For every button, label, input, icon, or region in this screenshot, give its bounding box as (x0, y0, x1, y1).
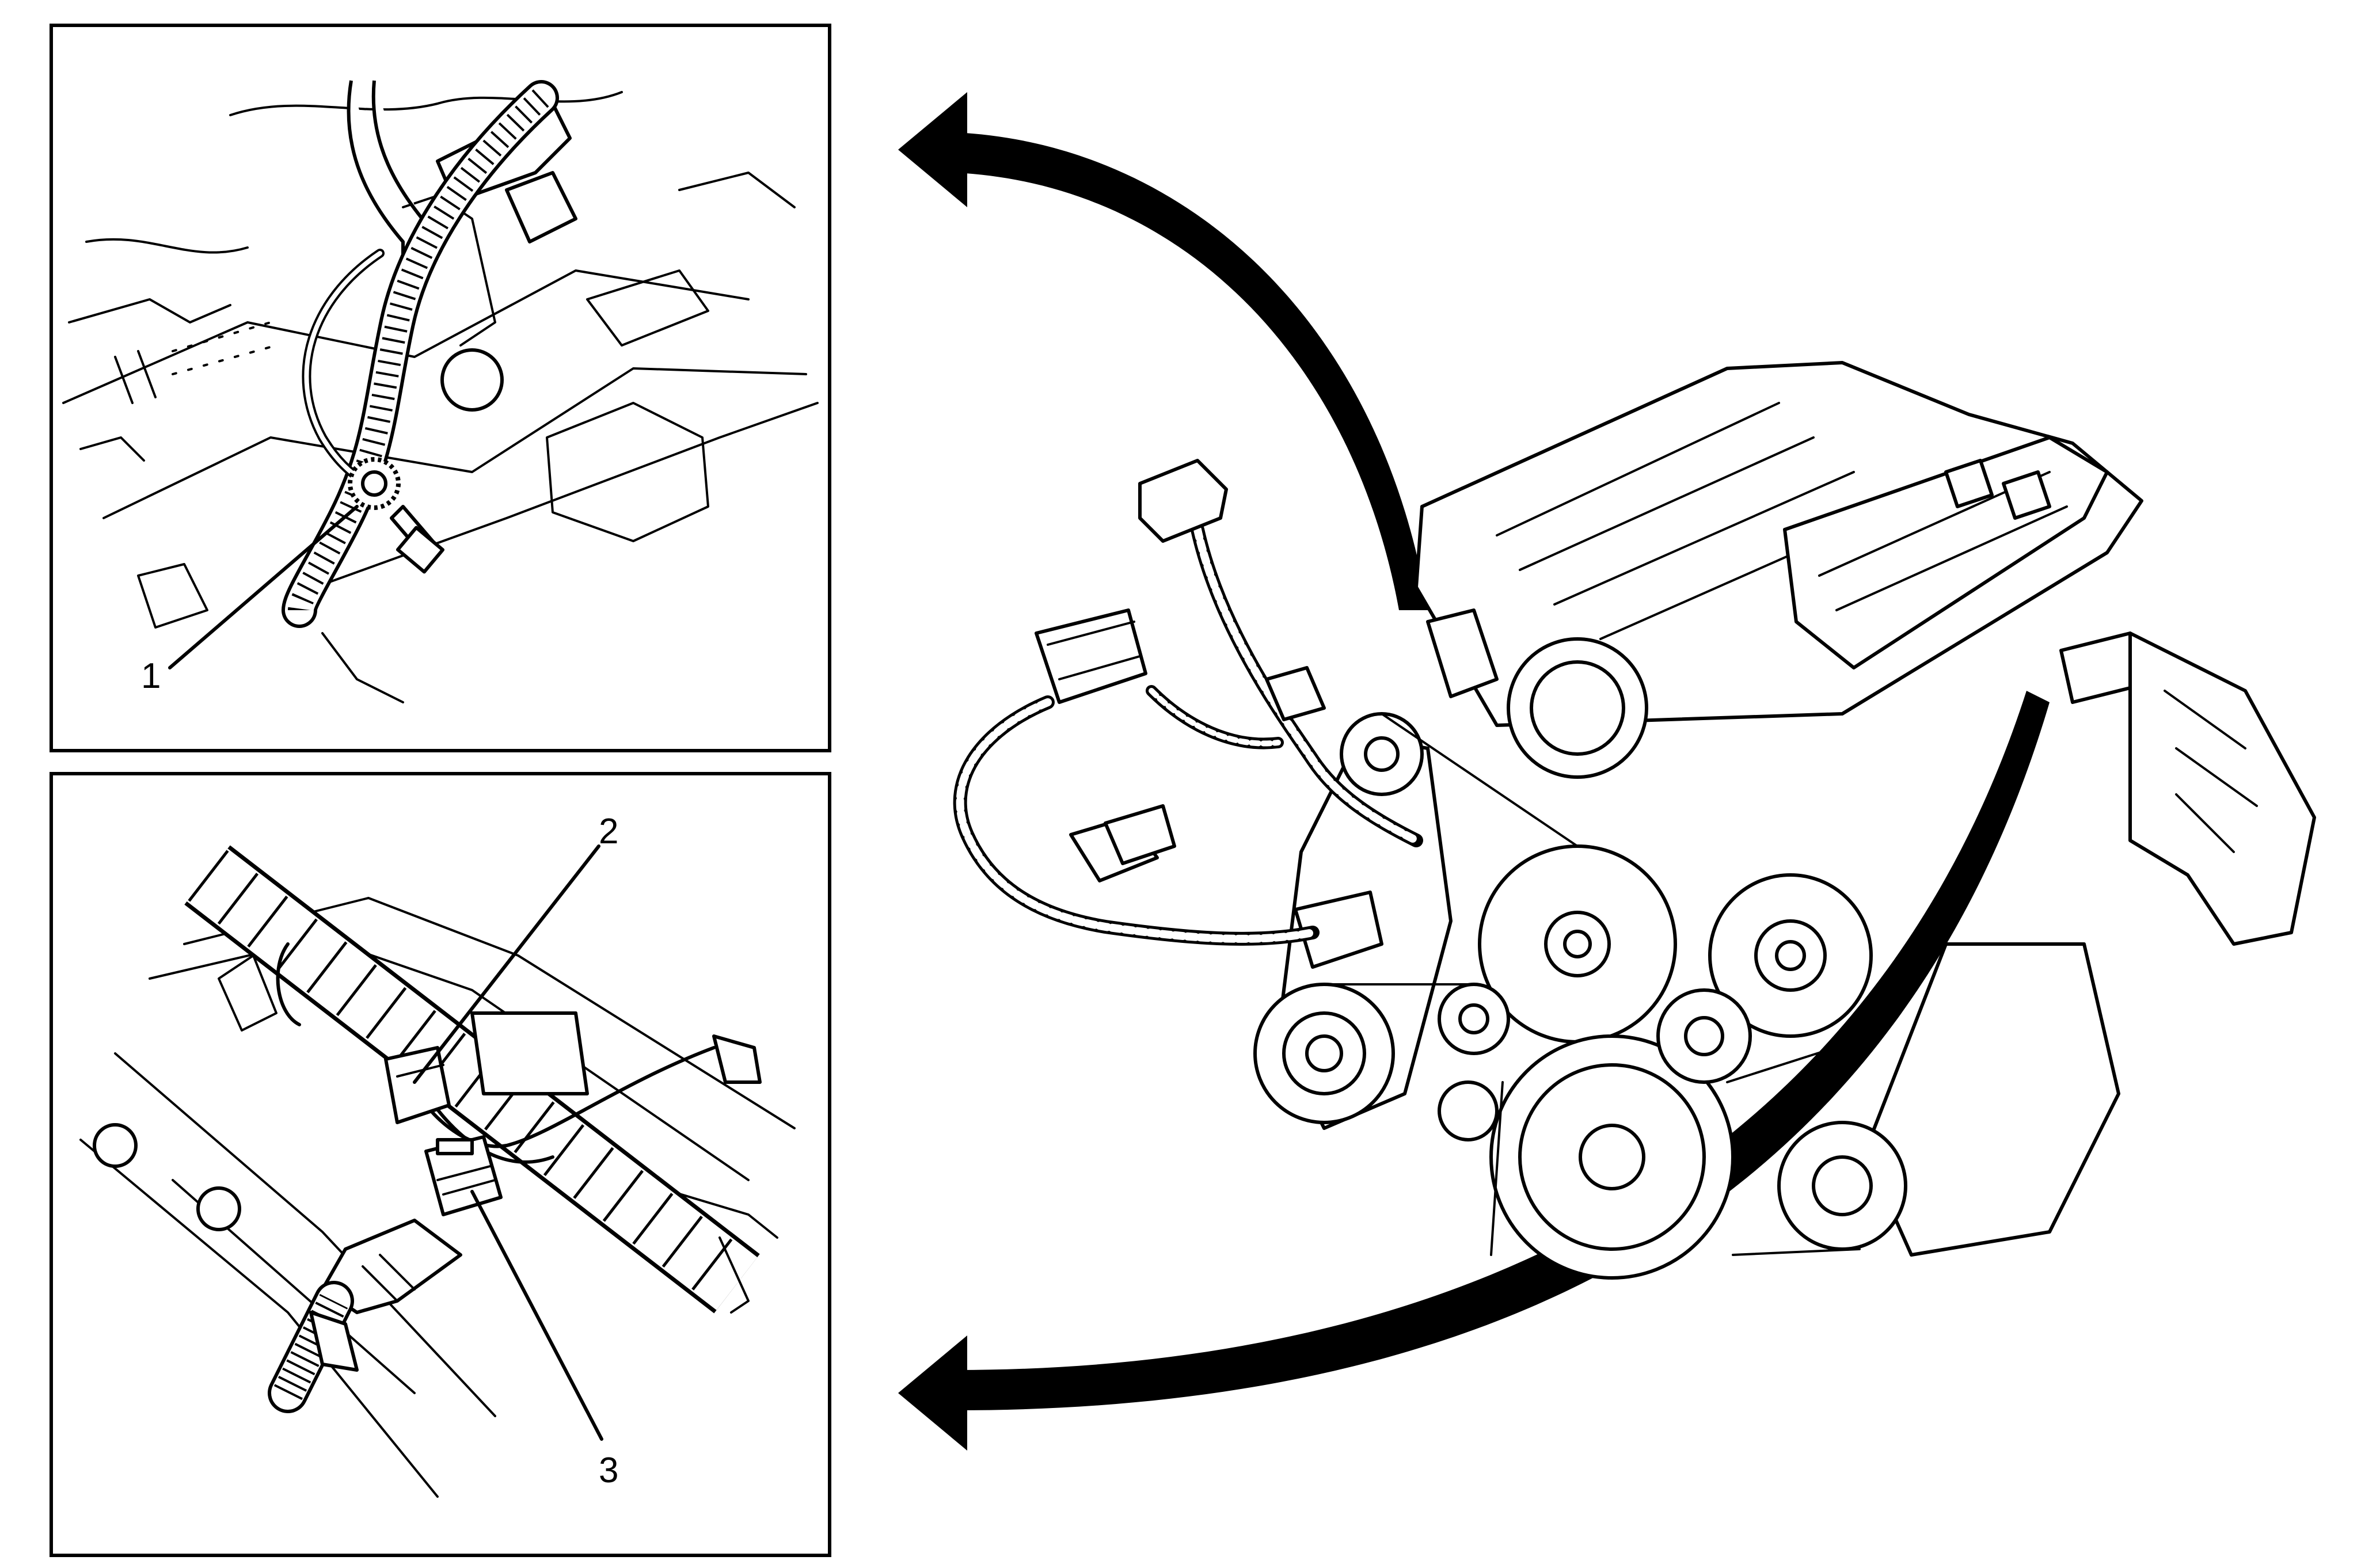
ground-wire (302, 249, 385, 488)
ground-bolt (348, 457, 445, 574)
callout-leader-3 (470, 1190, 603, 1441)
detail-panel-connectors: 2 3 (50, 772, 831, 1557)
wiring-harness-removed (953, 523, 1423, 946)
harness-connectors (1035, 459, 1326, 882)
callout-leader-2 (413, 844, 600, 1084)
connector-3 (424, 1135, 503, 1216)
engine-assembly (1253, 361, 2316, 1280)
callout-label-1: 1 (141, 656, 161, 696)
callout-leader-1 (168, 505, 359, 669)
arrow-to-bottom-panel (898, 691, 2050, 1451)
connector-2 (384, 1046, 451, 1124)
wrapped-harness (184, 845, 760, 1314)
arrow-to-top-panel (898, 92, 1428, 610)
callout-label-3: 3 (599, 1451, 618, 1490)
corrugated-harness (282, 80, 559, 628)
detail-panel-ground-bolt: 1 (50, 24, 831, 752)
sensor-wires (276, 942, 762, 1164)
callout-label-2: 2 (599, 812, 618, 851)
lower-harness (268, 1219, 462, 1413)
